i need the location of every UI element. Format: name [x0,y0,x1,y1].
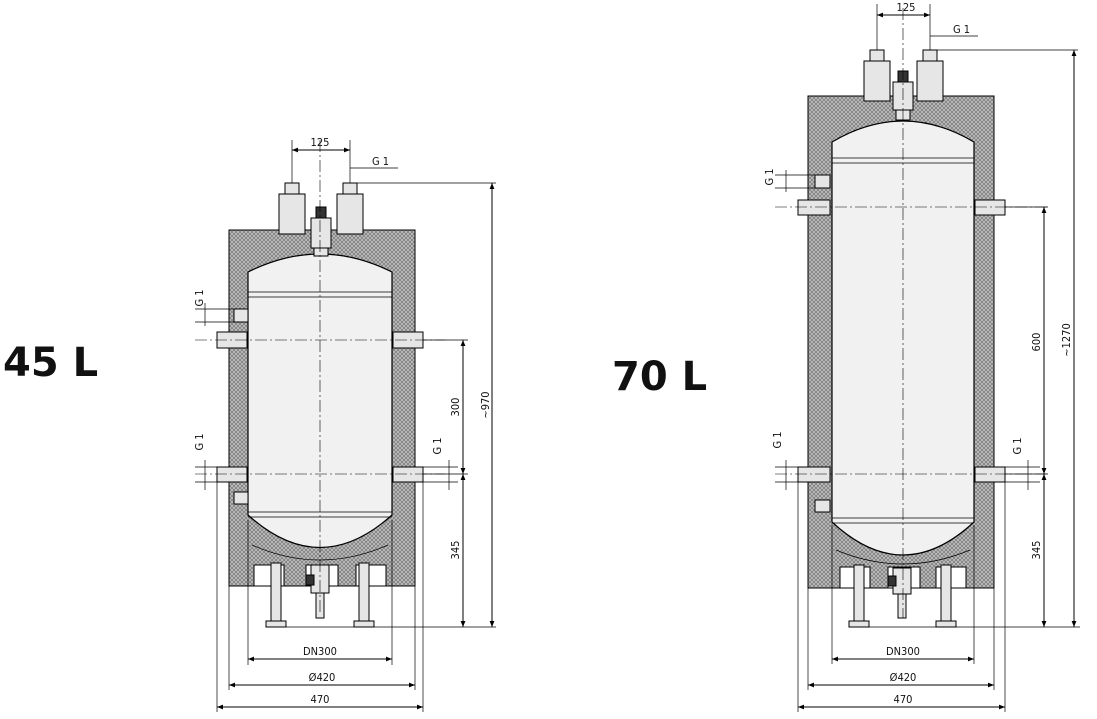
dim-nozzle-spacing-45: 125 [311,136,330,149]
dim-thread-lower-left-45: G 1 [193,433,206,450]
dim-thread-upper-45: G 1 [193,289,206,306]
dim-insulation-diameter-45: Ø420 [309,671,336,684]
volume-label-45: 45 L [3,340,98,386]
tank-45: 45 L [3,136,496,712]
dim-thread-lower-right-45: G 1 [431,437,444,454]
dim-overall-width-70: 470 [894,693,913,706]
dim-nozzle-spacing-70: 125 [897,1,916,14]
dim-overall-width-45: 470 [311,693,330,706]
dim-connection-spacing-70: 600 [1030,333,1043,352]
dim-total-height-70: ~1270 [1060,323,1073,356]
dim-total-height-45: ~970 [479,391,492,418]
tank-70: 70 L [612,1,1080,712]
dim-lower-height-70: 345 [1030,541,1043,560]
dim-thread-upper-70: G 1 [763,168,776,185]
dim-connection-spacing-45: 300 [449,398,462,417]
dim-inner-diameter-45: DN300 [303,645,337,658]
dim-thread-top-70: G 1 [953,23,970,36]
dim-lower-height-45: 345 [449,541,462,560]
dim-thread-top-45: G 1 [372,155,389,168]
dim-insulation-diameter-70: Ø420 [890,671,917,684]
volume-label-70: 70 L [612,354,707,400]
dim-inner-diameter-70: DN300 [886,645,920,658]
dim-thread-lower-right-70: G 1 [1011,437,1024,454]
dim-thread-lower-left-70: G 1 [771,431,784,448]
